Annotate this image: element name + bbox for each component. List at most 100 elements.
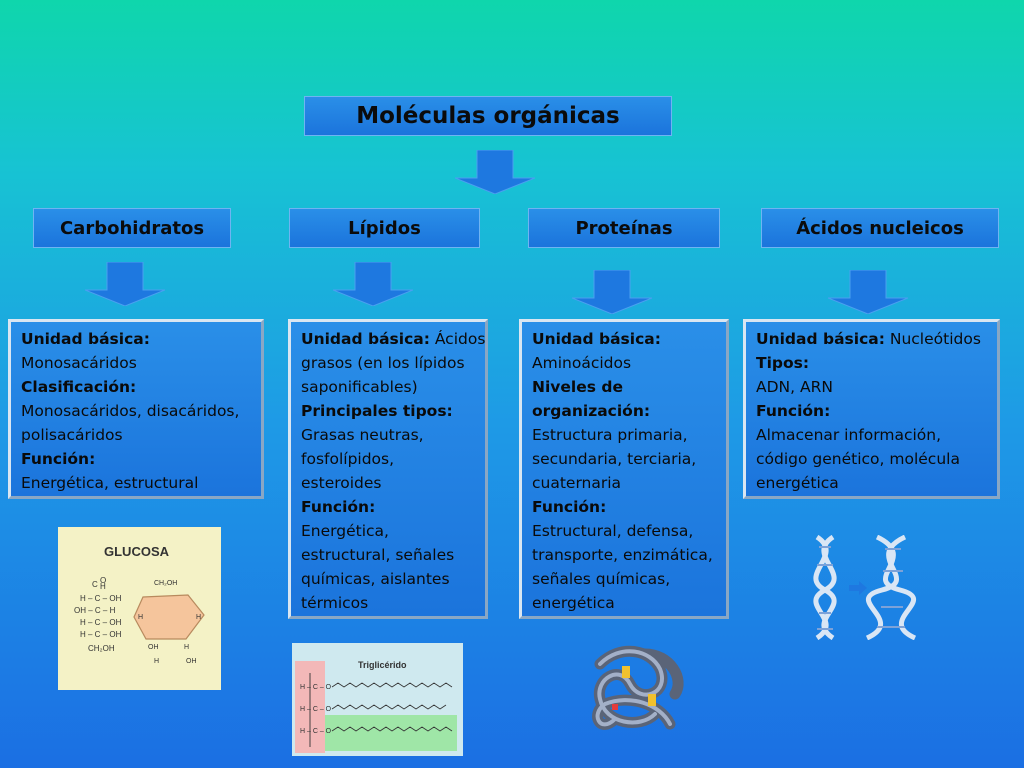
detail-line: Principales tipos: <box>301 399 477 423</box>
detail-line: saponificables) <box>301 375 477 399</box>
category-label: Lípidos <box>348 217 421 239</box>
detail-line: estructural, señales <box>301 543 477 567</box>
detail-line-text: energética <box>532 594 615 612</box>
detail-line: polisacáridos <box>21 423 253 447</box>
detail-line: Función: <box>301 495 477 519</box>
detail-line-text: Nucleótidos <box>884 330 981 348</box>
detail-line-label: Función: <box>21 450 96 468</box>
detail-line: Estructura primaria, <box>532 423 718 447</box>
svg-text:CH₂OH: CH₂OH <box>88 644 115 653</box>
detail-line: Tipos: <box>756 351 989 375</box>
svg-text:H: H <box>154 658 159 665</box>
detail-line: Aminoácidos <box>532 351 718 375</box>
detail-line: Unidad básica: Ácidos <box>301 327 485 351</box>
svg-text:O: O <box>100 576 106 585</box>
detail-line-text: secundaria, terciaria, <box>532 450 697 468</box>
detail-line: Energética, estructural <box>21 471 253 495</box>
detail-line: Función: <box>532 495 718 519</box>
category-box-carbohidratos: Carbohidratos <box>33 208 231 248</box>
detail-line: Función: <box>21 447 253 471</box>
detail-line-text: Almacenar información, <box>756 426 942 444</box>
detail-line: organización: <box>532 399 718 423</box>
detail-line-text: Estructural, defensa, <box>532 522 694 540</box>
detail-line-text: Monosacáridos, disacáridos, <box>21 402 240 420</box>
category-label: Proteínas <box>575 217 673 239</box>
detail-line: térmicos <box>301 591 477 615</box>
detail-line: Monosacáridos, disacáridos, <box>21 399 253 423</box>
detail-line-text: señales químicas, <box>532 570 671 588</box>
detail-line-label: Principales tipos: <box>301 402 453 420</box>
detail-line-text: Energética, estructural <box>21 474 199 492</box>
protein-structure-icon <box>592 645 684 730</box>
title-box: Moléculas orgánicas <box>304 96 672 136</box>
down-arrow-icon <box>455 150 535 194</box>
down-arrow-icon <box>572 270 652 314</box>
detail-line: código genético, molécula <box>756 447 989 471</box>
detail-line-label: organización: <box>532 402 651 420</box>
detail-line: Monosacáridos <box>21 351 253 375</box>
detail-line-label: Unidad básica: <box>532 330 661 348</box>
detail-line-text: Aminoácidos <box>532 354 632 372</box>
diagram-title: Moléculas orgánicas <box>356 103 620 129</box>
svg-text:H – C – O: H – C – O <box>300 706 332 713</box>
detail-line: Niveles de <box>532 375 718 399</box>
detail-line-text: energética <box>756 474 839 492</box>
detail-line-label: Niveles de <box>532 378 623 396</box>
detail-line-label: Tipos: <box>756 354 810 372</box>
detail-line-text: Ácidos <box>429 330 486 348</box>
glucose-label: GLUCOSA <box>104 544 169 559</box>
detail-line: Unidad básica: <box>532 327 718 351</box>
detail-line: Función: <box>756 399 989 423</box>
detail-line: energética <box>756 471 989 495</box>
detail-line: transporte, enzimática, <box>532 543 718 567</box>
detail-line: energética <box>532 591 718 615</box>
detail-line: ADN, ARN <box>756 375 989 399</box>
down-arrow-icon <box>333 262 413 306</box>
detail-line-label: Función: <box>756 402 831 420</box>
detail-line-text: código genético, molécula <box>756 450 960 468</box>
detail-line-label: Unidad básica: <box>21 330 150 348</box>
detail-line: cuaternaria <box>532 471 718 495</box>
category-label: Carbohidratos <box>59 217 205 239</box>
detail-line-label: Función: <box>532 498 607 516</box>
svg-text:CH₂OH: CH₂OH <box>154 580 177 587</box>
detail-line-text: esteroides <box>301 474 382 492</box>
svg-text:H: H <box>100 582 106 591</box>
svg-text:OH: OH <box>186 658 197 665</box>
category-label: Ácidos nucleicos <box>796 217 964 239</box>
detail-line-text: grasos (en los lípidos <box>301 354 465 372</box>
detail-line-label: Clasificación: <box>21 378 137 396</box>
detail-line: Unidad básica: Nucleótidos <box>756 327 989 351</box>
detail-line: señales químicas, <box>532 567 718 591</box>
detail-line: Estructural, defensa, <box>532 519 718 543</box>
svg-text:H – C – OH: H – C – OH <box>80 630 122 639</box>
down-arrow-icon <box>85 262 165 306</box>
detail-line-text: ADN, ARN <box>756 378 833 396</box>
down-arrow-icon <box>828 270 908 314</box>
svg-text:H: H <box>138 614 143 621</box>
detail-line-text: estructural, señales <box>301 546 455 564</box>
detail-line: secundaria, terciaria, <box>532 447 718 471</box>
detail-line: Unidad básica: <box>21 327 253 351</box>
detail-line-text: saponificables) <box>301 378 418 396</box>
detail-line: Clasificación: <box>21 375 253 399</box>
detail-line-label: Unidad básica: <box>756 330 885 348</box>
triglyceride-label: Triglicérido <box>358 660 407 670</box>
fatty-acid-chains-icon: H – C – O H – C – O H – C – O <box>300 673 453 747</box>
triglyceride-image: Triglicérido H – C – O H – C – O H – C –… <box>292 643 463 756</box>
detail-line-text: Estructura primaria, <box>532 426 688 444</box>
detail-line-text: térmicos <box>301 594 369 612</box>
svg-text:H – C – OH: H – C – OH <box>80 618 122 627</box>
detail-line-text: Energética, <box>301 522 389 540</box>
detail-line-text: polisacáridos <box>21 426 123 444</box>
detail-line: grasos (en los lípidos <box>301 351 477 375</box>
category-box-proteinas: Proteínas <box>528 208 720 248</box>
detail-line: esteroides <box>301 471 477 495</box>
detail-line: Energética, <box>301 519 477 543</box>
detail-line: Almacenar información, <box>756 423 989 447</box>
svg-text:OH: OH <box>148 644 159 651</box>
category-box-acidos-nucleicos: Ácidos nucleicos <box>761 208 999 248</box>
